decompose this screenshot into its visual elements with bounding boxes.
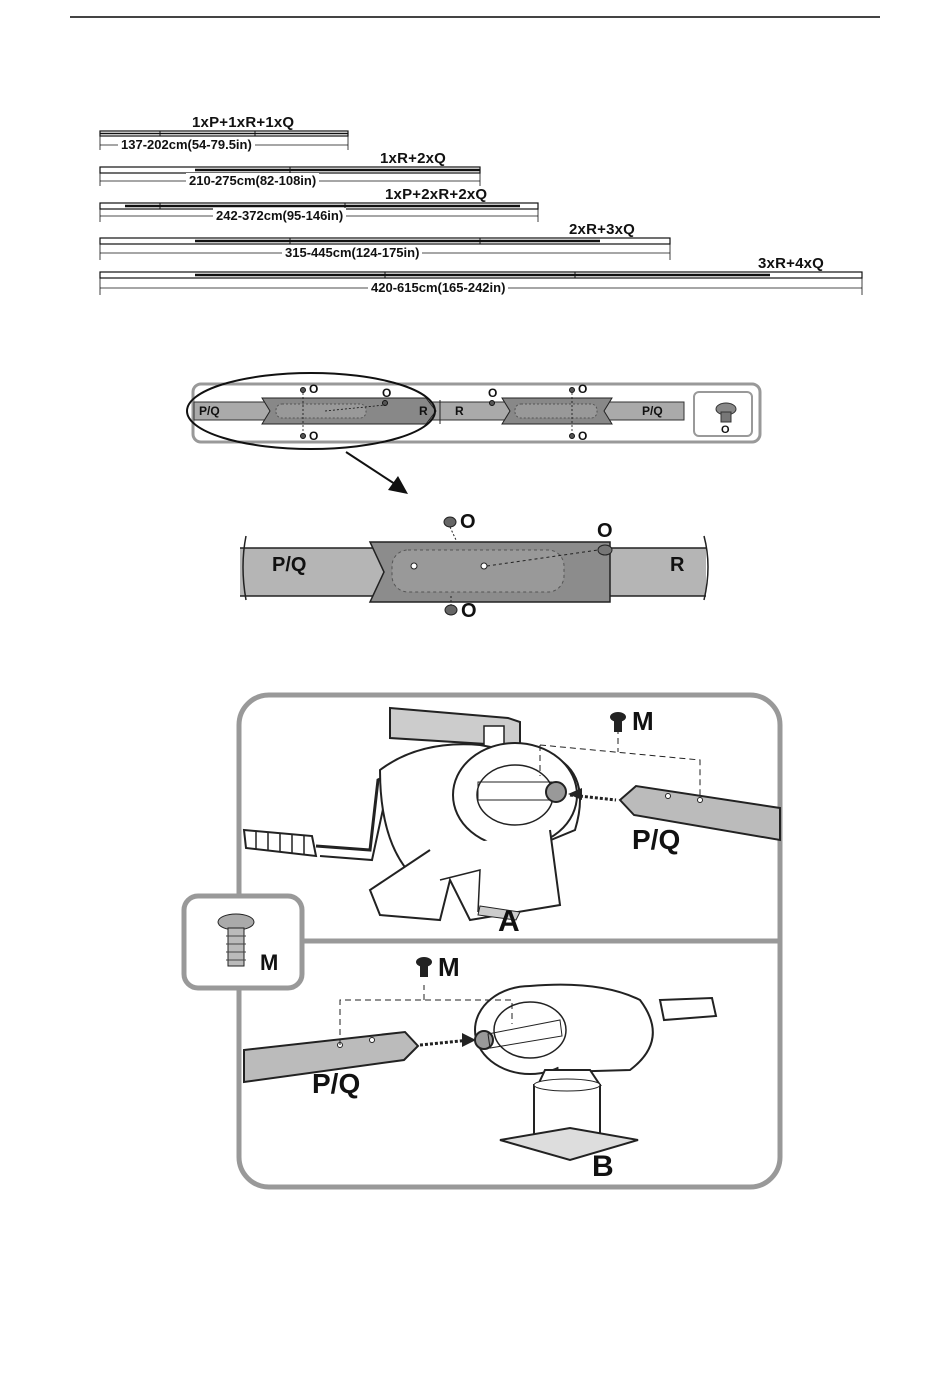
reel-panel-b-label: B (592, 1150, 614, 1184)
reel-a-screw-label: M (632, 706, 654, 737)
reel-panel-a-label: A (498, 905, 520, 939)
reel-assembly-drawing (0, 0, 950, 1200)
reel-b-tube-label: P/Q (312, 1068, 360, 1100)
reel-a-tube-label: P/Q (632, 824, 680, 856)
reel-legend-label: M (260, 950, 278, 976)
reel-b-screw-label: M (438, 952, 460, 983)
